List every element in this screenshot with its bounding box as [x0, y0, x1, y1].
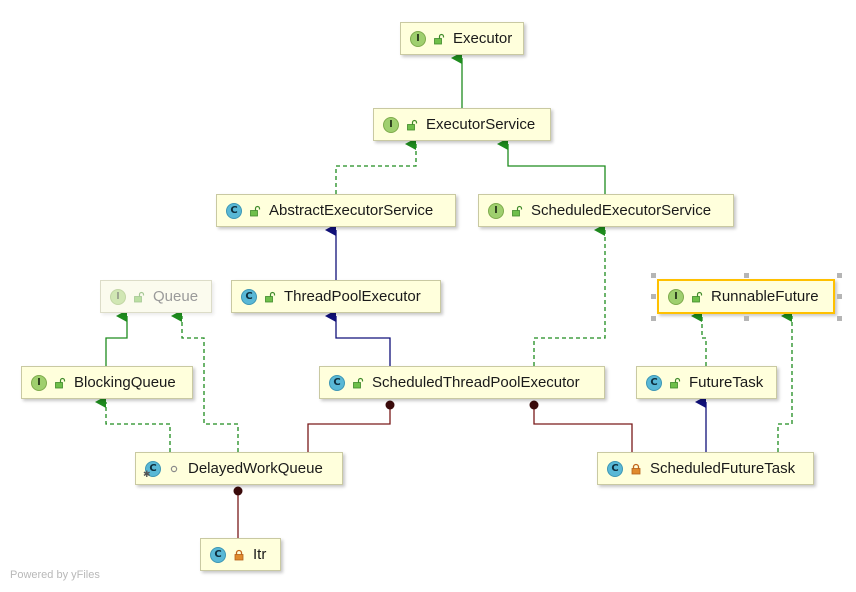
public-visibility-icon	[510, 205, 524, 217]
public-visibility-icon	[432, 33, 446, 45]
node-future-task[interactable]: C FutureTask	[636, 366, 777, 399]
public-visibility-icon	[248, 205, 262, 217]
node-label: ScheduledFutureTask	[650, 460, 796, 477]
selection-handle-bottom[interactable]	[744, 316, 749, 321]
edge-delayedworkqueue-inner-of-stpe	[307, 400, 395, 452]
private-lock-icon	[629, 463, 643, 475]
node-executor[interactable]: I Executor	[400, 22, 524, 55]
edge-abstractexecutorservice-executorservice	[335, 138, 417, 194]
public-visibility-icon	[690, 291, 704, 303]
node-label: ThreadPoolExecutor	[284, 288, 421, 305]
selection-handle-top-left[interactable]	[651, 273, 656, 278]
edge-delayedworkqueue-blockingqueue	[95, 396, 171, 452]
node-executor-service[interactable]: I ExecutorService	[373, 108, 551, 141]
class-badge-icon: C	[329, 374, 345, 391]
interface-badge-icon: I	[668, 288, 684, 305]
node-label: BlockingQueue	[74, 374, 176, 391]
edge-delayedworkqueue-queue	[171, 310, 239, 452]
class-badge-icon: C	[646, 374, 662, 391]
public-visibility-icon	[263, 291, 277, 303]
public-visibility-icon	[351, 377, 365, 389]
public-visibility-icon	[405, 119, 419, 131]
selection-handle-top-right[interactable]	[837, 273, 842, 278]
node-label: ScheduledExecutorService	[531, 202, 712, 219]
node-scheduled-future-task[interactable]: C ScheduledFutureTask	[597, 452, 814, 485]
class-badge-icon: C	[210, 546, 226, 563]
node-delayed-work-queue[interactable]: C✱ DelayedWorkQueue	[135, 452, 343, 485]
interface-badge-icon: I	[31, 374, 47, 391]
edge-scheduledexecutorservice-executorservice	[497, 138, 606, 194]
node-scheduled-executor-service[interactable]: I ScheduledExecutorService	[478, 194, 734, 227]
node-blocking-queue[interactable]: I BlockingQueue	[21, 366, 193, 399]
edge-scheduledthreadpoolexecutor-scheduledexecutorservice	[533, 224, 606, 366]
powered-by-footer: Powered by yFiles	[10, 569, 100, 581]
node-label: Queue	[153, 288, 199, 305]
public-visibility-icon	[668, 377, 682, 389]
edge-blockingqueue-queue	[105, 310, 128, 366]
edge-scheduledfuturetask-runnablefuture	[777, 310, 793, 452]
node-label: ExecutorService	[426, 116, 536, 133]
node-scheduled-thread-pool-executor[interactable]: C ScheduledThreadPoolExecutor	[319, 366, 605, 399]
node-itr[interactable]: C Itr	[200, 538, 281, 571]
edge-futuretask-runnablefuture	[691, 310, 707, 366]
node-thread-pool-executor[interactable]: C ThreadPoolExecutor	[231, 280, 441, 313]
interface-badge-icon: I	[110, 288, 126, 305]
static-class-badge-icon: C✱	[143, 460, 161, 480]
node-label: DelayedWorkQueue	[188, 460, 323, 477]
class-badge-icon: C	[241, 288, 257, 305]
node-queue[interactable]: I Queue	[100, 280, 212, 313]
interface-badge-icon: I	[410, 30, 426, 47]
edge-itr-inner-of-delayedworkqueue	[233, 486, 243, 538]
selection-handle-left[interactable]	[651, 294, 656, 299]
package-visibility-icon	[167, 463, 181, 475]
public-visibility-icon	[53, 377, 67, 389]
node-label: Executor	[453, 30, 513, 47]
node-label: ScheduledThreadPoolExecutor	[372, 374, 580, 391]
edge-scheduledfuturetask-inner-of-stpe	[529, 400, 633, 452]
selection-handle-right[interactable]	[837, 294, 842, 299]
selection-handle-top[interactable]	[744, 273, 749, 278]
node-runnable-future[interactable]: I RunnableFuture	[657, 279, 835, 314]
public-visibility-icon	[132, 291, 146, 303]
private-lock-icon	[232, 549, 246, 561]
interface-badge-icon: I	[488, 202, 504, 219]
node-label: FutureTask	[689, 374, 764, 391]
selection-handle-bottom-right[interactable]	[837, 316, 842, 321]
node-abstract-executor-service[interactable]: C AbstractExecutorService	[216, 194, 456, 227]
node-label: RunnableFuture	[711, 288, 819, 305]
interface-badge-icon: I	[383, 116, 399, 133]
class-badge-icon: C	[607, 460, 623, 477]
selection-handle-bottom-left[interactable]	[651, 316, 656, 321]
node-label: AbstractExecutorService	[269, 202, 434, 219]
edge-scheduledthreadpoolexecutor-threadpoolexecutor	[325, 310, 391, 366]
node-label: Itr	[253, 546, 267, 563]
abstract-class-badge-icon: C	[226, 202, 242, 219]
